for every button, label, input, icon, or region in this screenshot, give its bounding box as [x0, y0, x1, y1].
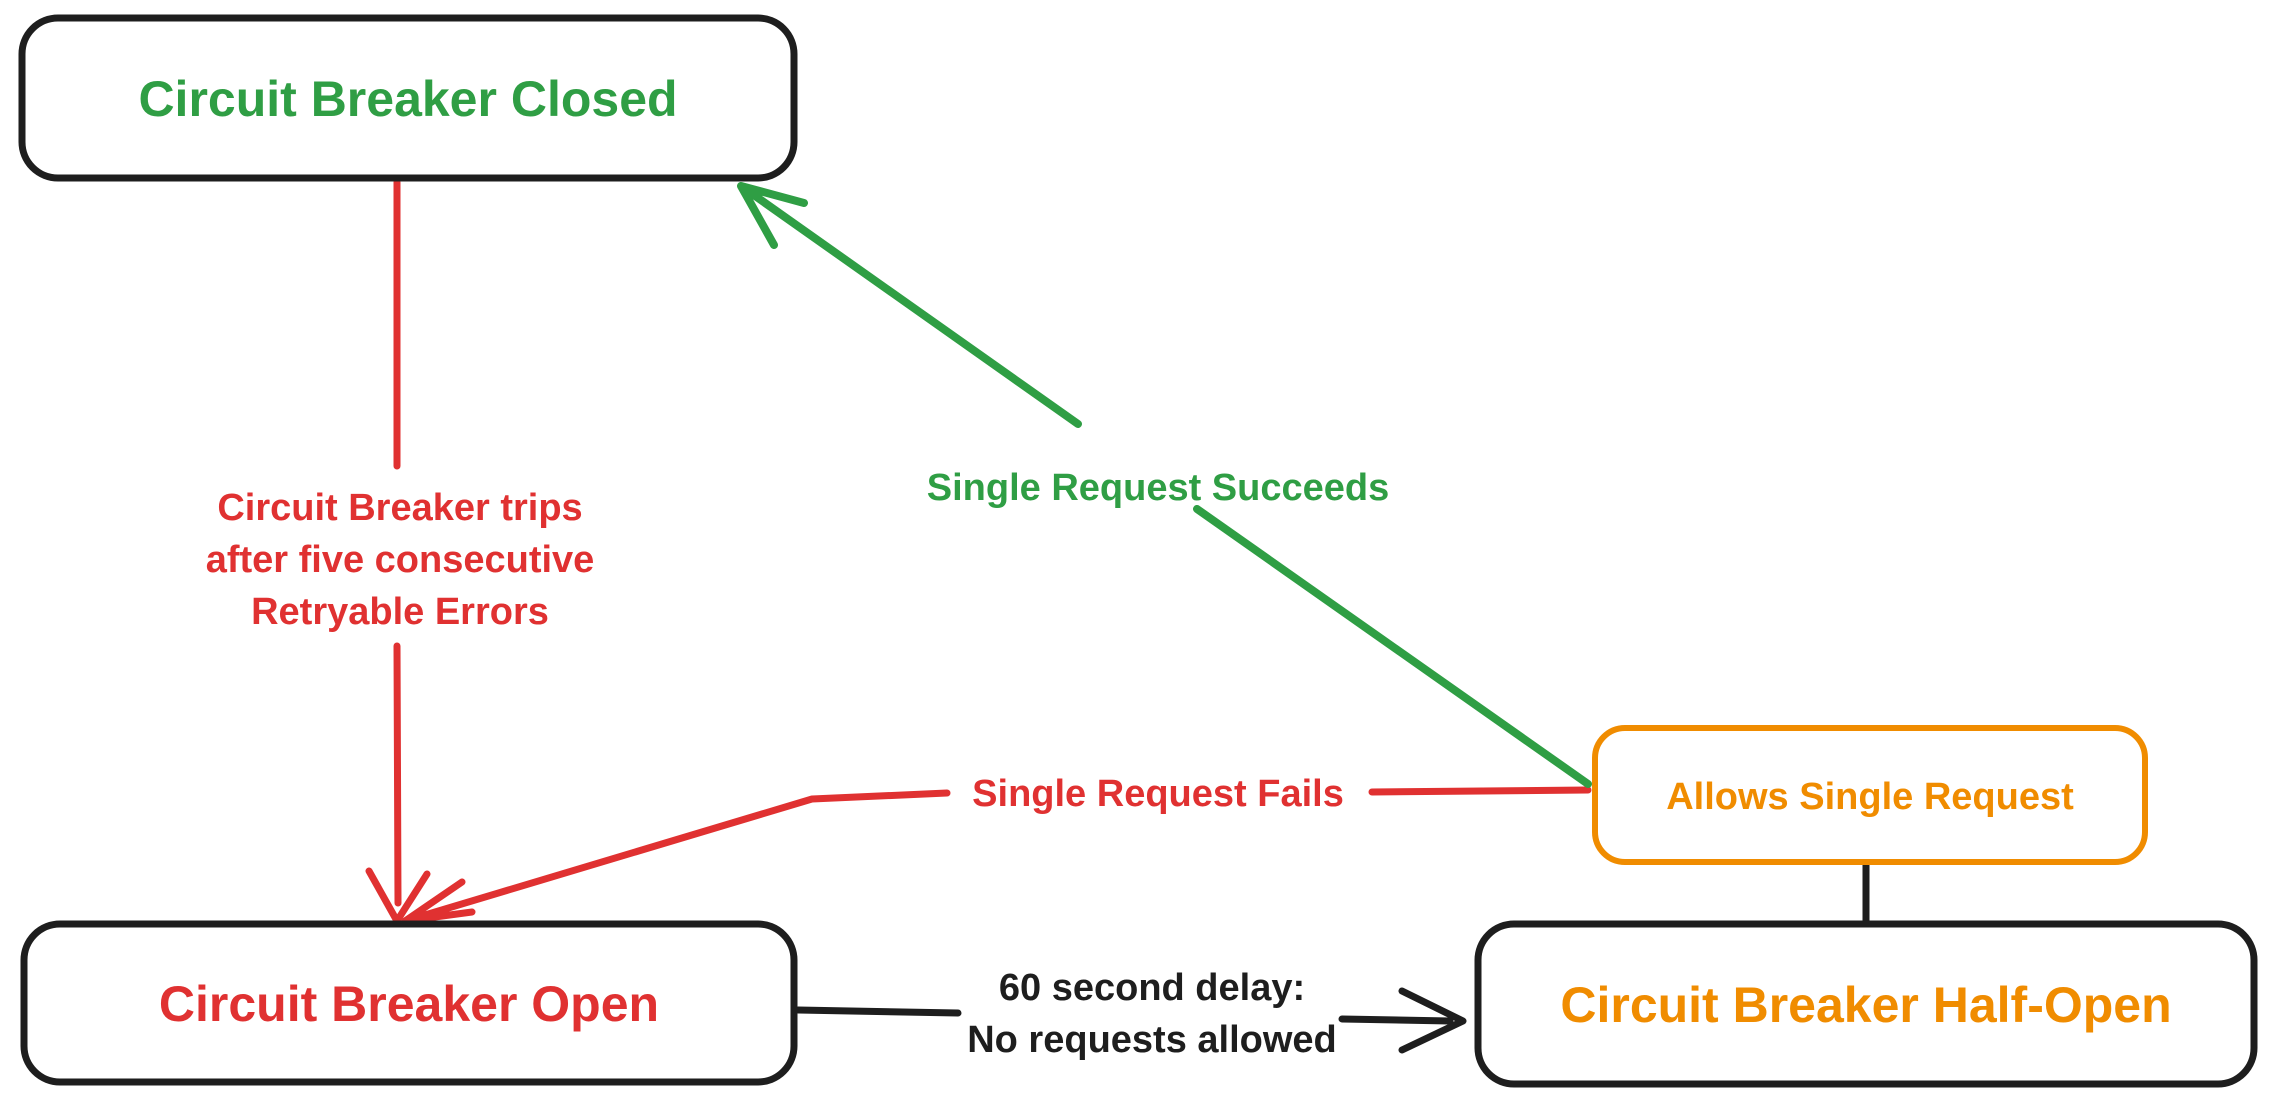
node-open-label: Circuit Breaker Open	[159, 976, 659, 1032]
node-circuit-breaker-half-open: Circuit Breaker Half-Open	[1474, 920, 2258, 1088]
node-allows-label: Allows Single Request	[1666, 776, 2074, 818]
edge-trip-label-line-2: after five consecutive	[206, 539, 595, 581]
edge-delay-label: 60 second delay: No requests allowed	[967, 967, 1337, 1061]
node-allows-single-request: Allows Single Request	[1592, 725, 2148, 865]
edge-fails-arrow	[401, 786, 1592, 925]
edge-delay-label-line-2: No requests allowed	[967, 1019, 1337, 1061]
node-closed-box	[18, 14, 798, 182]
edge-delay-arrow	[794, 987, 1467, 1054]
node-open-box	[20, 920, 798, 1086]
edge-succeeds-arrow	[737, 182, 1592, 788]
node-closed-label: Circuit Breaker Closed	[138, 71, 677, 127]
node-half-open-box	[1474, 920, 2258, 1088]
edge-trip-arrow	[365, 178, 431, 925]
node-allows-box	[1592, 725, 2148, 865]
edge-fails-label: Single Request Fails	[972, 773, 1344, 815]
edge-trip-label-line-1: Circuit Breaker trips	[217, 487, 582, 529]
edge-delay-label-line-1: 60 second delay:	[999, 967, 1305, 1009]
edge-trip-label-line-3: Retryable Errors	[251, 591, 549, 633]
node-circuit-breaker-open: Circuit Breaker Open	[20, 920, 798, 1086]
edge-succeeds-label: Single Request Succeeds	[927, 467, 1390, 509]
node-half-open-label: Circuit Breaker Half-Open	[1560, 977, 2171, 1033]
edge-trip-label: Circuit Breaker trips after five consecu…	[206, 487, 595, 633]
node-circuit-breaker-closed: Circuit Breaker Closed	[18, 14, 798, 182]
